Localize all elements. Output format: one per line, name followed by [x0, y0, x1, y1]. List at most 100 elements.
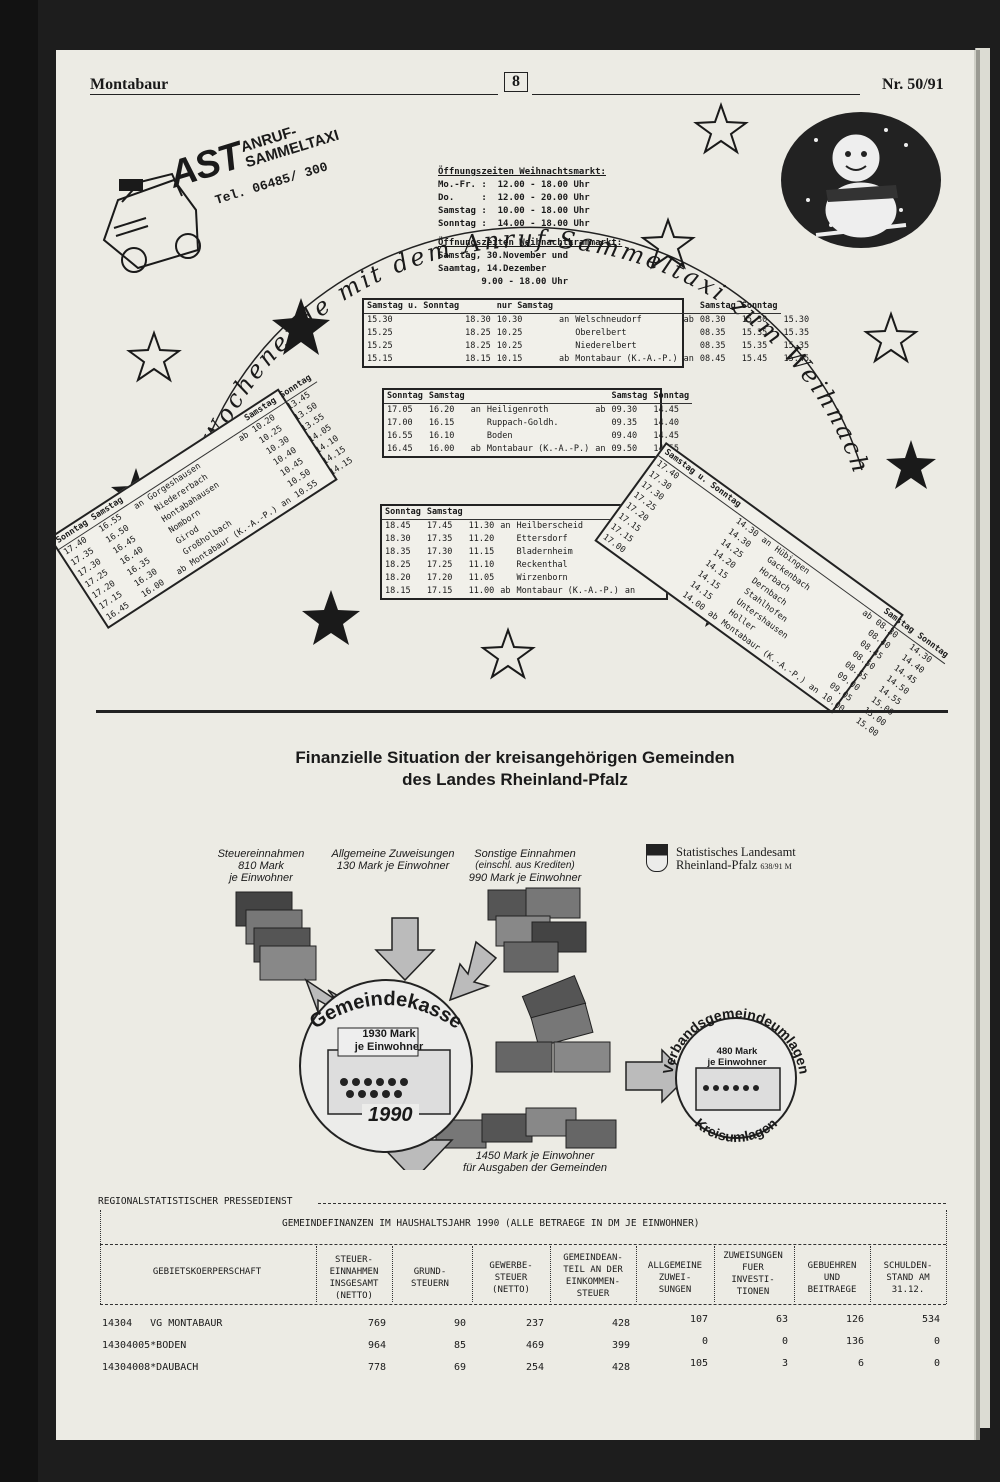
hours-row: Mo.-Fr. : 12.00 - 18.00 Uhr: [438, 180, 590, 190]
table-cell: 85: [453, 1340, 466, 1351]
timetable-cell: Montabaur (K.-A.-P.): [486, 444, 590, 454]
table-border-right: [946, 1210, 947, 1304]
timetable-cell: 11.05: [468, 573, 495, 583]
timetable-cell: [592, 430, 608, 443]
table-row-label: 14304 VG MONTABAUR: [102, 1318, 223, 1329]
timetable-cell: Niederelbert: [575, 341, 637, 351]
umlage-amount-line: je Einwohner: [707, 1057, 767, 1068]
col-sep: [636, 1246, 637, 1302]
timetable-cell: [681, 327, 697, 340]
timetable-cell: 17.05: [387, 405, 413, 415]
timetable-cell: [468, 430, 484, 443]
timetable-cell: ab: [559, 354, 570, 364]
umlage-amount: 480 Mark je Einwohner: [702, 1046, 772, 1068]
taxi-icon: [102, 172, 201, 273]
timetable-cell: Ruppach-Goldh.: [486, 418, 559, 428]
col-sep: [472, 1246, 473, 1302]
timetable-cell: Bladernheim: [516, 547, 573, 557]
timetable-cell: Wirzenborn: [516, 573, 568, 583]
timetable-cell: ab: [500, 586, 511, 596]
timetable-header-cell: [467, 390, 484, 404]
banknotes-umlage-icon: [495, 974, 611, 1073]
table-cell: 90: [453, 1318, 466, 1329]
timetable-cell: 17.15: [426, 586, 453, 596]
timetable-cell: 14.45: [653, 431, 679, 441]
col-header: STEUER- EINNAHMEN INSGESAMT (NETTO): [329, 1255, 379, 1301]
timetable-header-cell: Samstag: [608, 390, 651, 404]
timetable-header-cell: Samstag: [425, 390, 468, 404]
caption-line: 990 Mark je Einwohner: [468, 872, 582, 884]
timetable-header-cell: [483, 390, 593, 404]
table-cell: 469: [525, 1340, 544, 1351]
banknotes-steuer-icon: [235, 891, 317, 981]
col-sep: [714, 1246, 715, 1302]
timetable-cell: an: [500, 521, 511, 531]
timetable-cell: ab: [683, 315, 694, 325]
stat-office-line: Statistisches Landesamt: [676, 845, 796, 859]
hours-heading-2: Öffnungszeiten Weihnachtkrammarkt:: [438, 238, 623, 248]
col-sep: [316, 1246, 317, 1302]
stat-office-state: Rheinland-Pfalz: [676, 858, 758, 872]
timetable-cell: 11.30: [468, 521, 495, 531]
timetable-cell: 10.25: [496, 341, 523, 351]
table-cell: 0: [933, 1358, 940, 1369]
header-rule-left: [90, 94, 498, 95]
timetable-header-cell: Sonntag: [650, 390, 693, 404]
page-number: 8: [504, 72, 528, 92]
timetable-cell: Reckenthal: [516, 560, 568, 570]
timetable-cell: 18.30: [385, 534, 411, 544]
col-sep: [550, 1246, 551, 1302]
table-cell: 107: [689, 1314, 708, 1325]
gemeindekasse-label: Gemeindekasse: [306, 988, 466, 1034]
timetable-cell: 15.45: [741, 354, 768, 364]
caption-sonstige-einnahmen: Sonstige Einnahmen (einschl. aus Kredite…: [460, 848, 590, 884]
hours-heading-1: Öffnungszeiten Weihnachtsmarkt:: [438, 167, 606, 177]
table-cell: 0: [781, 1336, 788, 1347]
snowman-icon: [781, 112, 941, 248]
timetable-cell: [497, 572, 513, 585]
col-header: GRUND- STEUERN: [411, 1267, 449, 1289]
hours-row: Do. : 12.00 - 20.00 Uhr: [438, 193, 590, 203]
timetable-cell: 18.25: [385, 560, 411, 570]
timetable-cell: 09.35: [611, 418, 638, 428]
timetable-header-cell: [497, 506, 514, 520]
timetable-cell: 15.35: [741, 341, 768, 351]
timetable-cell: an: [624, 586, 636, 596]
timetable-header-cell: [465, 506, 498, 520]
timetable-header-cell: [572, 300, 681, 314]
stat-code: 638/91 M: [760, 862, 792, 871]
timetable-header-cell: nur Samstag: [493, 300, 557, 314]
caption-line: je Einwohner: [229, 872, 293, 884]
timetable-cell: [468, 417, 484, 430]
table-cell: 237: [525, 1318, 544, 1329]
timetable-cell: 15.35: [783, 328, 810, 338]
timetable-cell: 18.30: [465, 315, 491, 325]
timetable-cell: 11.10: [468, 560, 495, 570]
timetable-cell: Heiligenroth: [486, 405, 549, 415]
stat-table-title: GEMEINDEFINANZEN IM HAUSHALTSJAHR 1990 (…: [282, 1218, 700, 1229]
timetable-cell: 17.35: [426, 534, 453, 544]
timetable-header-cell: Samstag: [423, 506, 466, 520]
running-header-left: Montabaur: [90, 76, 169, 93]
timetable-cell: 16.00: [428, 444, 455, 454]
timetable-cell: 11.15: [468, 547, 495, 557]
timetable-cell: 09.50: [611, 444, 638, 454]
timetable-cell: Heilberscheid: [516, 521, 584, 531]
table-cell: 534: [921, 1314, 940, 1325]
arc-line: [187, 226, 863, 511]
caption-line: Steuereinnahmen: [217, 848, 305, 860]
timetable-cell: 15.35: [741, 328, 768, 338]
table-cell: 428: [611, 1362, 630, 1373]
timetable-cell: 08.30: [699, 315, 726, 325]
col-sep: [794, 1246, 795, 1302]
timetable-cell: 11.00: [468, 586, 495, 596]
timetable-cell: ab: [595, 405, 606, 415]
